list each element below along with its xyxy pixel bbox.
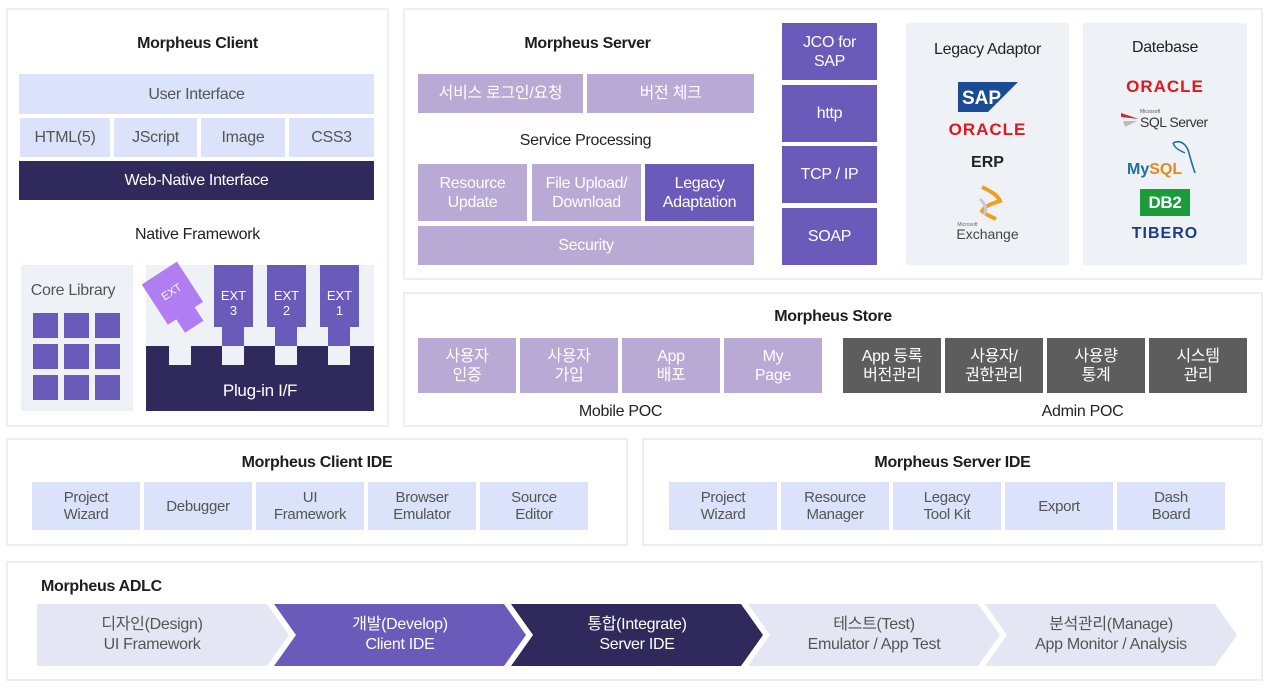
core-library-module xyxy=(95,344,120,369)
sql-small-label: Microsoft xyxy=(1140,109,1161,115)
sql-server-logo: SQL Server xyxy=(1140,114,1208,130)
adlc-step: 분석관리(Manage)App Monitor / Analysis xyxy=(985,604,1237,666)
legacy-adaptor-title: Legacy Adaptor xyxy=(934,41,1041,58)
sql-server-logo-icon xyxy=(1121,109,1141,129)
ext-plugin-2-pin xyxy=(275,326,297,346)
user-interface-box: User Interface xyxy=(19,74,374,114)
core-library-module xyxy=(33,313,58,338)
database-title: Datebase xyxy=(1131,39,1199,56)
oracle-logo-legacy: ORACLE xyxy=(948,120,1027,139)
admin-poc-item: 사용자/권한관리 xyxy=(945,338,1043,393)
protocol-soap: SOAP xyxy=(782,208,877,265)
client-title: Morpheus Client xyxy=(137,35,258,52)
adlc-step: 개발(Develop)Client IDE xyxy=(274,604,526,666)
tech-css3: CSS3 xyxy=(289,118,374,157)
ext-plugin-3-pin xyxy=(222,326,244,346)
client-ide-item: Debugger xyxy=(144,482,252,530)
service-processing-label: Service Processing xyxy=(519,132,652,149)
ext-plugin-2 xyxy=(267,265,306,327)
adlc-step: 테스트(Test)Emulator / App Test xyxy=(748,604,1000,666)
plugin-socket xyxy=(328,346,350,365)
client-ide-title: Morpheus Client IDE xyxy=(241,454,393,471)
mysql-logo: MySQL xyxy=(1127,161,1183,178)
core-library-module xyxy=(33,344,58,369)
file-upload-download-box: File Upload/Download xyxy=(532,164,641,221)
tech-image: Image xyxy=(201,118,285,157)
adlc-step: 디자인(Design)UI Framework xyxy=(37,604,289,666)
core-library-module xyxy=(64,313,89,338)
tibero-logo: TIBERO xyxy=(1131,225,1199,242)
tech-html5: HTML(5) xyxy=(20,118,110,157)
legacy-adaptor-box: Legacy Adaptor SAP ORACLE ERP Microsoft … xyxy=(906,23,1069,265)
native-framework-label: Native Framework xyxy=(134,226,260,243)
plugin-socket xyxy=(222,346,244,365)
exchange-small-label: Microsoft xyxy=(957,222,978,228)
core-library-module xyxy=(64,344,89,369)
plugin-if-label: Plug-in I/F xyxy=(222,380,298,400)
plugin-socket xyxy=(275,346,297,365)
web-native-interface-box: Web-Native Interface xyxy=(19,161,374,200)
server-ide-title: Morpheus Server IDE xyxy=(874,454,1031,471)
version-check-box: 버전 체크 xyxy=(587,74,754,113)
mysql-dolphin-icon xyxy=(1171,139,1197,175)
exchange-logo: Exchange xyxy=(956,226,1019,242)
core-library-module xyxy=(33,375,58,400)
svg-text:SAP: SAP xyxy=(962,88,1001,109)
adlc-title: Morpheus ADLC xyxy=(41,578,162,595)
database-box: Datebase ORACLE Microsoft SQL Server MyS… xyxy=(1083,23,1247,265)
store-title: Morpheus Store xyxy=(774,308,892,325)
oracle-logo-db: ORACLE xyxy=(1126,77,1204,96)
service-login-box: 서비스 로그인/요청 xyxy=(418,74,583,113)
server-title: Morpheus Server xyxy=(524,35,651,52)
core-library-module xyxy=(64,375,89,400)
security-box: Security xyxy=(418,226,754,265)
protocol-http: http xyxy=(782,85,877,142)
db2-logo: DB2 xyxy=(1140,189,1190,216)
tech-jscript: JScript xyxy=(114,118,197,157)
ext-plugin-1 xyxy=(320,265,359,327)
mobile-poc-label: Mobile POC xyxy=(578,403,663,420)
exchange-logo-icon xyxy=(974,185,1004,221)
core-library-label: Core Library xyxy=(30,282,116,299)
erp-label: ERP xyxy=(971,154,1004,171)
ext-plugin-3 xyxy=(214,265,253,327)
sap-logo: SAP xyxy=(958,82,1018,112)
core-library-module xyxy=(95,313,120,338)
protocol-tcp-ip: TCP / IP xyxy=(782,146,877,203)
server-ide-item: Export xyxy=(1005,482,1113,530)
admin-poc-label: Admin POC xyxy=(1041,403,1124,420)
adlc-step: 통합(Integrate)Server IDE xyxy=(511,604,763,666)
plugin-socket xyxy=(169,346,191,365)
ext-plugin-1-pin xyxy=(328,326,350,346)
core-library-module xyxy=(95,375,120,400)
